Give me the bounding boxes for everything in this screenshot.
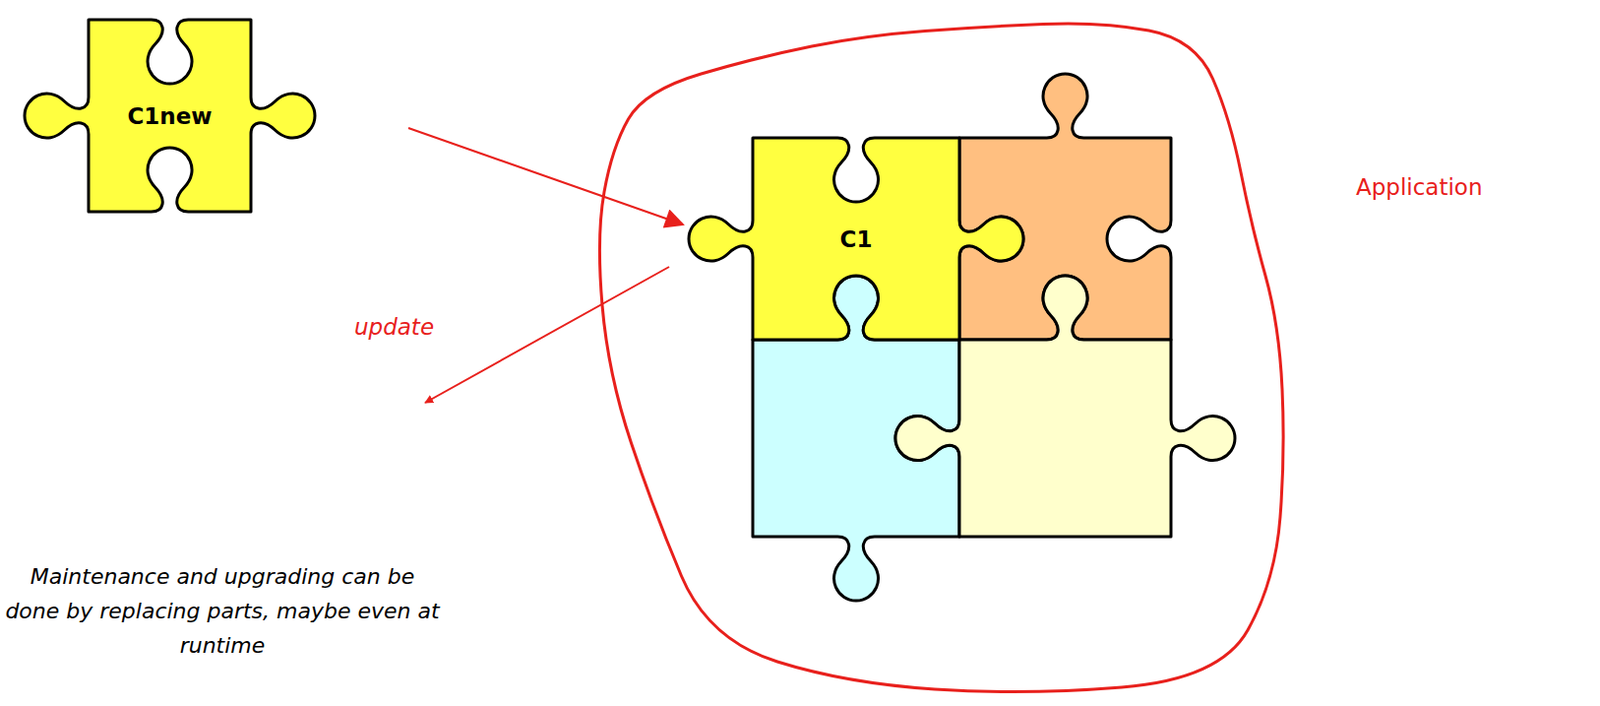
region-label: Application xyxy=(1355,174,1483,200)
component-name: C1 xyxy=(840,226,873,252)
arrow-label: update xyxy=(354,308,473,346)
region-outline xyxy=(599,23,1284,692)
puzzle-piece: C1new xyxy=(19,19,320,212)
puzzle-outline xyxy=(688,137,1024,340)
replace-arrow xyxy=(408,127,683,225)
note-text: Maintenance and upgrading can be done by… xyxy=(3,558,441,664)
application-region: ApplicationC1 xyxy=(588,13,1292,700)
region-outline xyxy=(588,13,1292,700)
puzzle-outline xyxy=(24,19,315,212)
component-name: C1new xyxy=(126,103,212,129)
puzzle-piece: C1 xyxy=(688,137,1024,340)
update-arrow xyxy=(425,266,670,403)
